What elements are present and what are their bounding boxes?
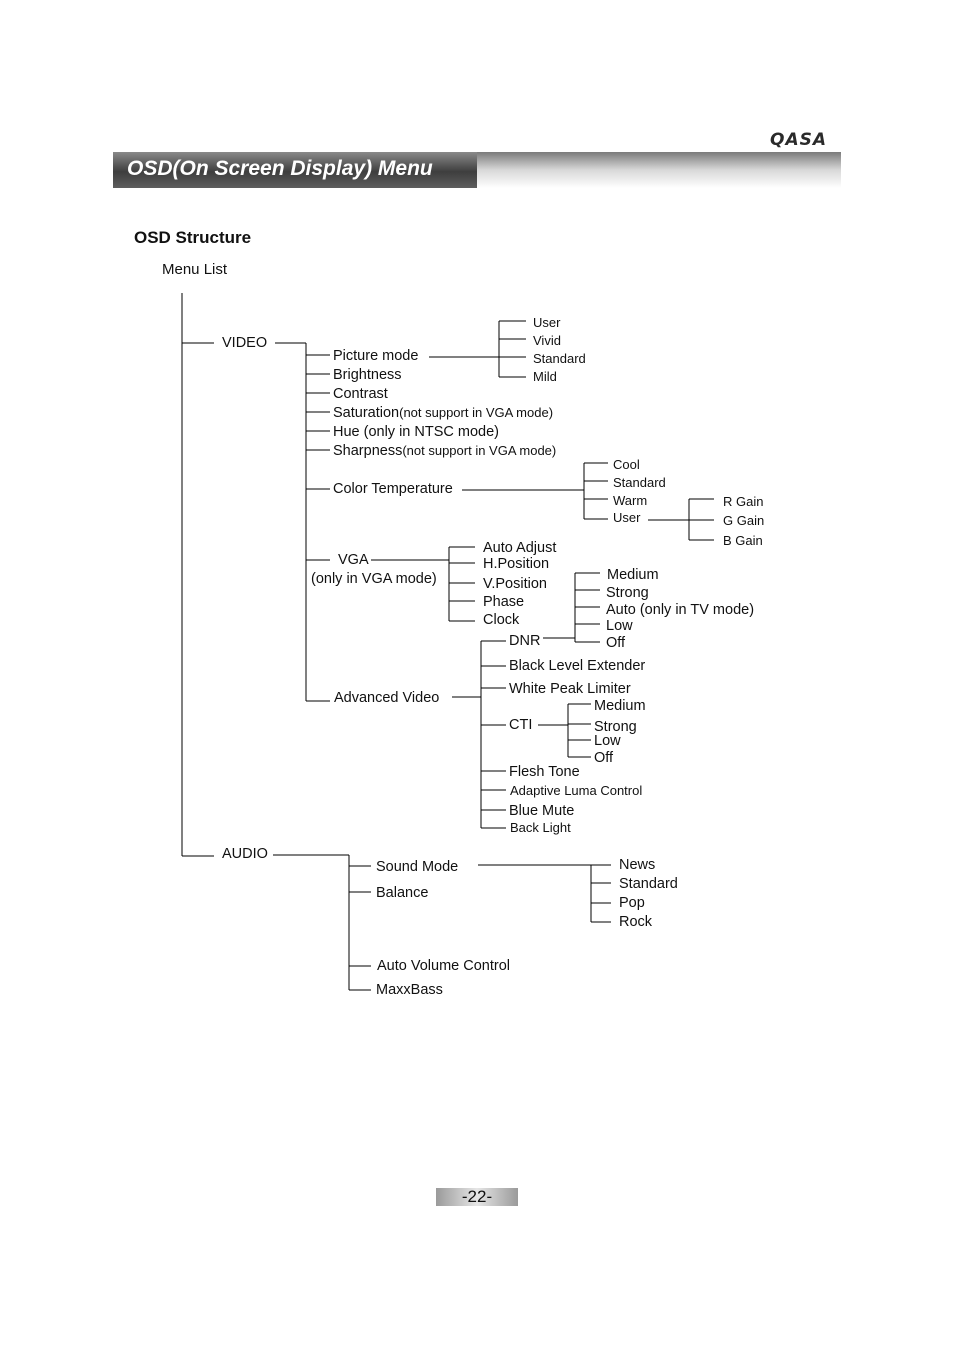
user-gain-option: B Gain (723, 533, 763, 548)
picture-mode-option: Vivid (533, 333, 561, 348)
user-gain-option: R Gain (723, 494, 764, 509)
color-temperature-option: Standard (613, 475, 666, 490)
dnr-node: DNR (509, 633, 541, 649)
cti-node: CTI (509, 717, 533, 733)
cti-option: Low (594, 733, 621, 749)
picture-mode-option: Mild (533, 369, 557, 384)
vga-option: V.Position (483, 576, 547, 592)
color-temperature-option: User (613, 510, 641, 525)
balance-node: Balance (376, 885, 429, 901)
dnr-option: Auto (only in TV mode) (606, 602, 755, 618)
flesh-tone-node: Flesh Tone (509, 764, 580, 780)
sound-mode-option: Standard (619, 876, 678, 892)
page-number: -22- (436, 1188, 518, 1206)
adaptive-luma-control-node: Adaptive Luma Control (510, 783, 643, 798)
color-temperature-option: Warm (613, 493, 648, 508)
saturation-node: Saturation(not support in VGA mode) (333, 405, 554, 421)
hue-node: Hue (only in NTSC mode) (333, 424, 499, 440)
white-peak-limiter-node: White Peak Limiter (509, 681, 631, 697)
dnr-option: Medium (607, 567, 659, 583)
sound-mode-option: News (619, 857, 656, 873)
video-node: VIDEO (222, 335, 268, 351)
vga-option: H.Position (483, 556, 550, 572)
cti-option: Off (594, 750, 614, 766)
audio-node: AUDIO (222, 846, 268, 862)
vga-option: Auto Adjust (483, 540, 557, 556)
maxxbass-node: MaxxBass (376, 982, 443, 998)
menu-list-label: Menu List (162, 261, 228, 278)
user-gain-option: G Gain (723, 513, 765, 528)
picture-mode-option: User (533, 315, 561, 330)
sharpness-node: Sharpness(not support in VGA mode) (333, 443, 557, 459)
section-title: OSD Structure (134, 228, 252, 247)
sound-mode-option: Pop (619, 895, 645, 911)
picture-mode-node: Picture mode (333, 348, 419, 364)
brightness-node: Brightness (333, 367, 402, 383)
auto-volume-control-node: Auto Volume Control (377, 958, 510, 974)
vga-option: Phase (483, 594, 525, 610)
sound-mode-option: Rock (619, 914, 653, 930)
cti-option: Strong (594, 719, 637, 735)
header-banner: OSD(On Screen Display) Menu (113, 152, 841, 188)
contrast-node: Contrast (333, 386, 388, 402)
brand-logo: QASA (770, 130, 828, 150)
advanced-video-node: Advanced Video (334, 690, 440, 706)
vga-node: VGA (338, 552, 369, 568)
blue-mute-node: Blue Mute (509, 803, 575, 819)
page-title: OSD(On Screen Display) Menu (127, 157, 433, 180)
dnr-option: Off (606, 635, 626, 651)
dnr-option: Low (606, 618, 633, 634)
vga-option: Clock (483, 612, 520, 628)
dnr-option: Strong (606, 585, 649, 601)
black-level-extender-node: Black Level Extender (509, 658, 646, 674)
picture-mode-option: Standard (533, 351, 586, 366)
cti-option: Medium (594, 698, 646, 714)
vga-note: (only in VGA mode) (311, 571, 437, 587)
color-temperature-node: Color Temperature (333, 481, 453, 497)
color-temperature-option: Cool (613, 457, 640, 472)
sound-mode-node: Sound Mode (376, 859, 459, 875)
back-light-node: Back Light (510, 820, 571, 835)
